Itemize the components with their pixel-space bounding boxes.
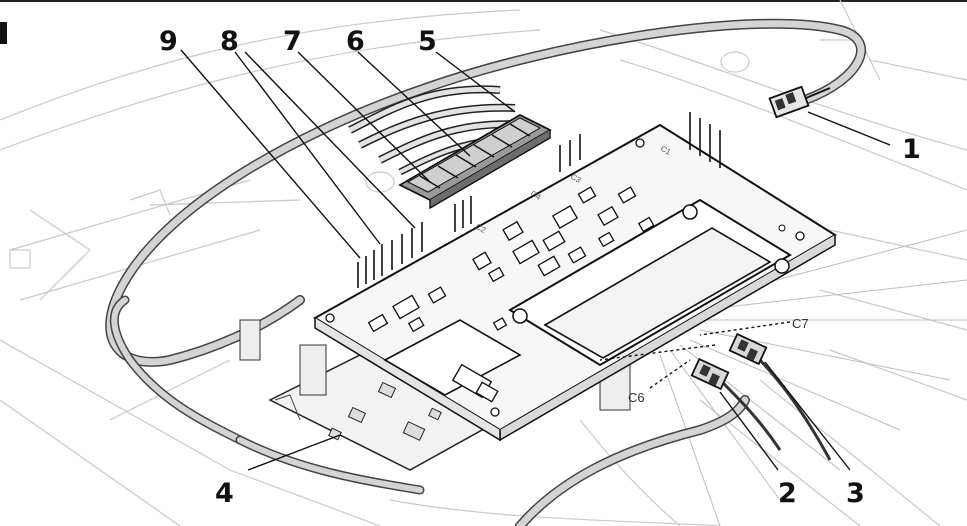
main-pcb: C1 C4 C2 C3: [313, 112, 837, 442]
callout-6: 6: [346, 26, 365, 57]
callout-labels: 9 8 7 6 5 1 4 2 3: [159, 26, 921, 509]
leader-8b: [244, 51, 416, 229]
leader-6: [357, 51, 471, 157]
connectors-2-3: [690, 332, 832, 461]
leader-8a: [234, 51, 381, 245]
leader-7: [297, 51, 431, 183]
cable-loop: [105, 18, 866, 526]
callout-9: 9: [159, 26, 178, 57]
ribbon-connectors: [348, 85, 552, 210]
connector-1: [768, 85, 831, 119]
leader-9: [180, 49, 361, 259]
display-module: [508, 198, 792, 367]
callout-7: 7: [283, 26, 302, 57]
smd-components: [367, 186, 655, 333]
leader-2: [719, 391, 779, 471]
header-pins: [357, 112, 721, 288]
leader-3: [764, 361, 851, 471]
label-c6: C6: [628, 390, 645, 405]
callout-2: 2: [778, 478, 797, 509]
label-c7: C7: [792, 316, 809, 331]
leader-4: [247, 434, 341, 471]
callout-3: 3: [846, 478, 865, 509]
frame: [0, 0, 967, 44]
leader-1: [807, 111, 891, 146]
leader-c6: [649, 359, 691, 389]
callout-1: 1: [902, 134, 921, 165]
flex-ribbon: [383, 319, 522, 403]
leader-5: [435, 51, 516, 113]
callout-5: 5: [418, 26, 437, 57]
leader-lines: [180, 49, 891, 471]
callout-8: 8: [220, 26, 239, 57]
callout-4: 4: [215, 478, 234, 509]
